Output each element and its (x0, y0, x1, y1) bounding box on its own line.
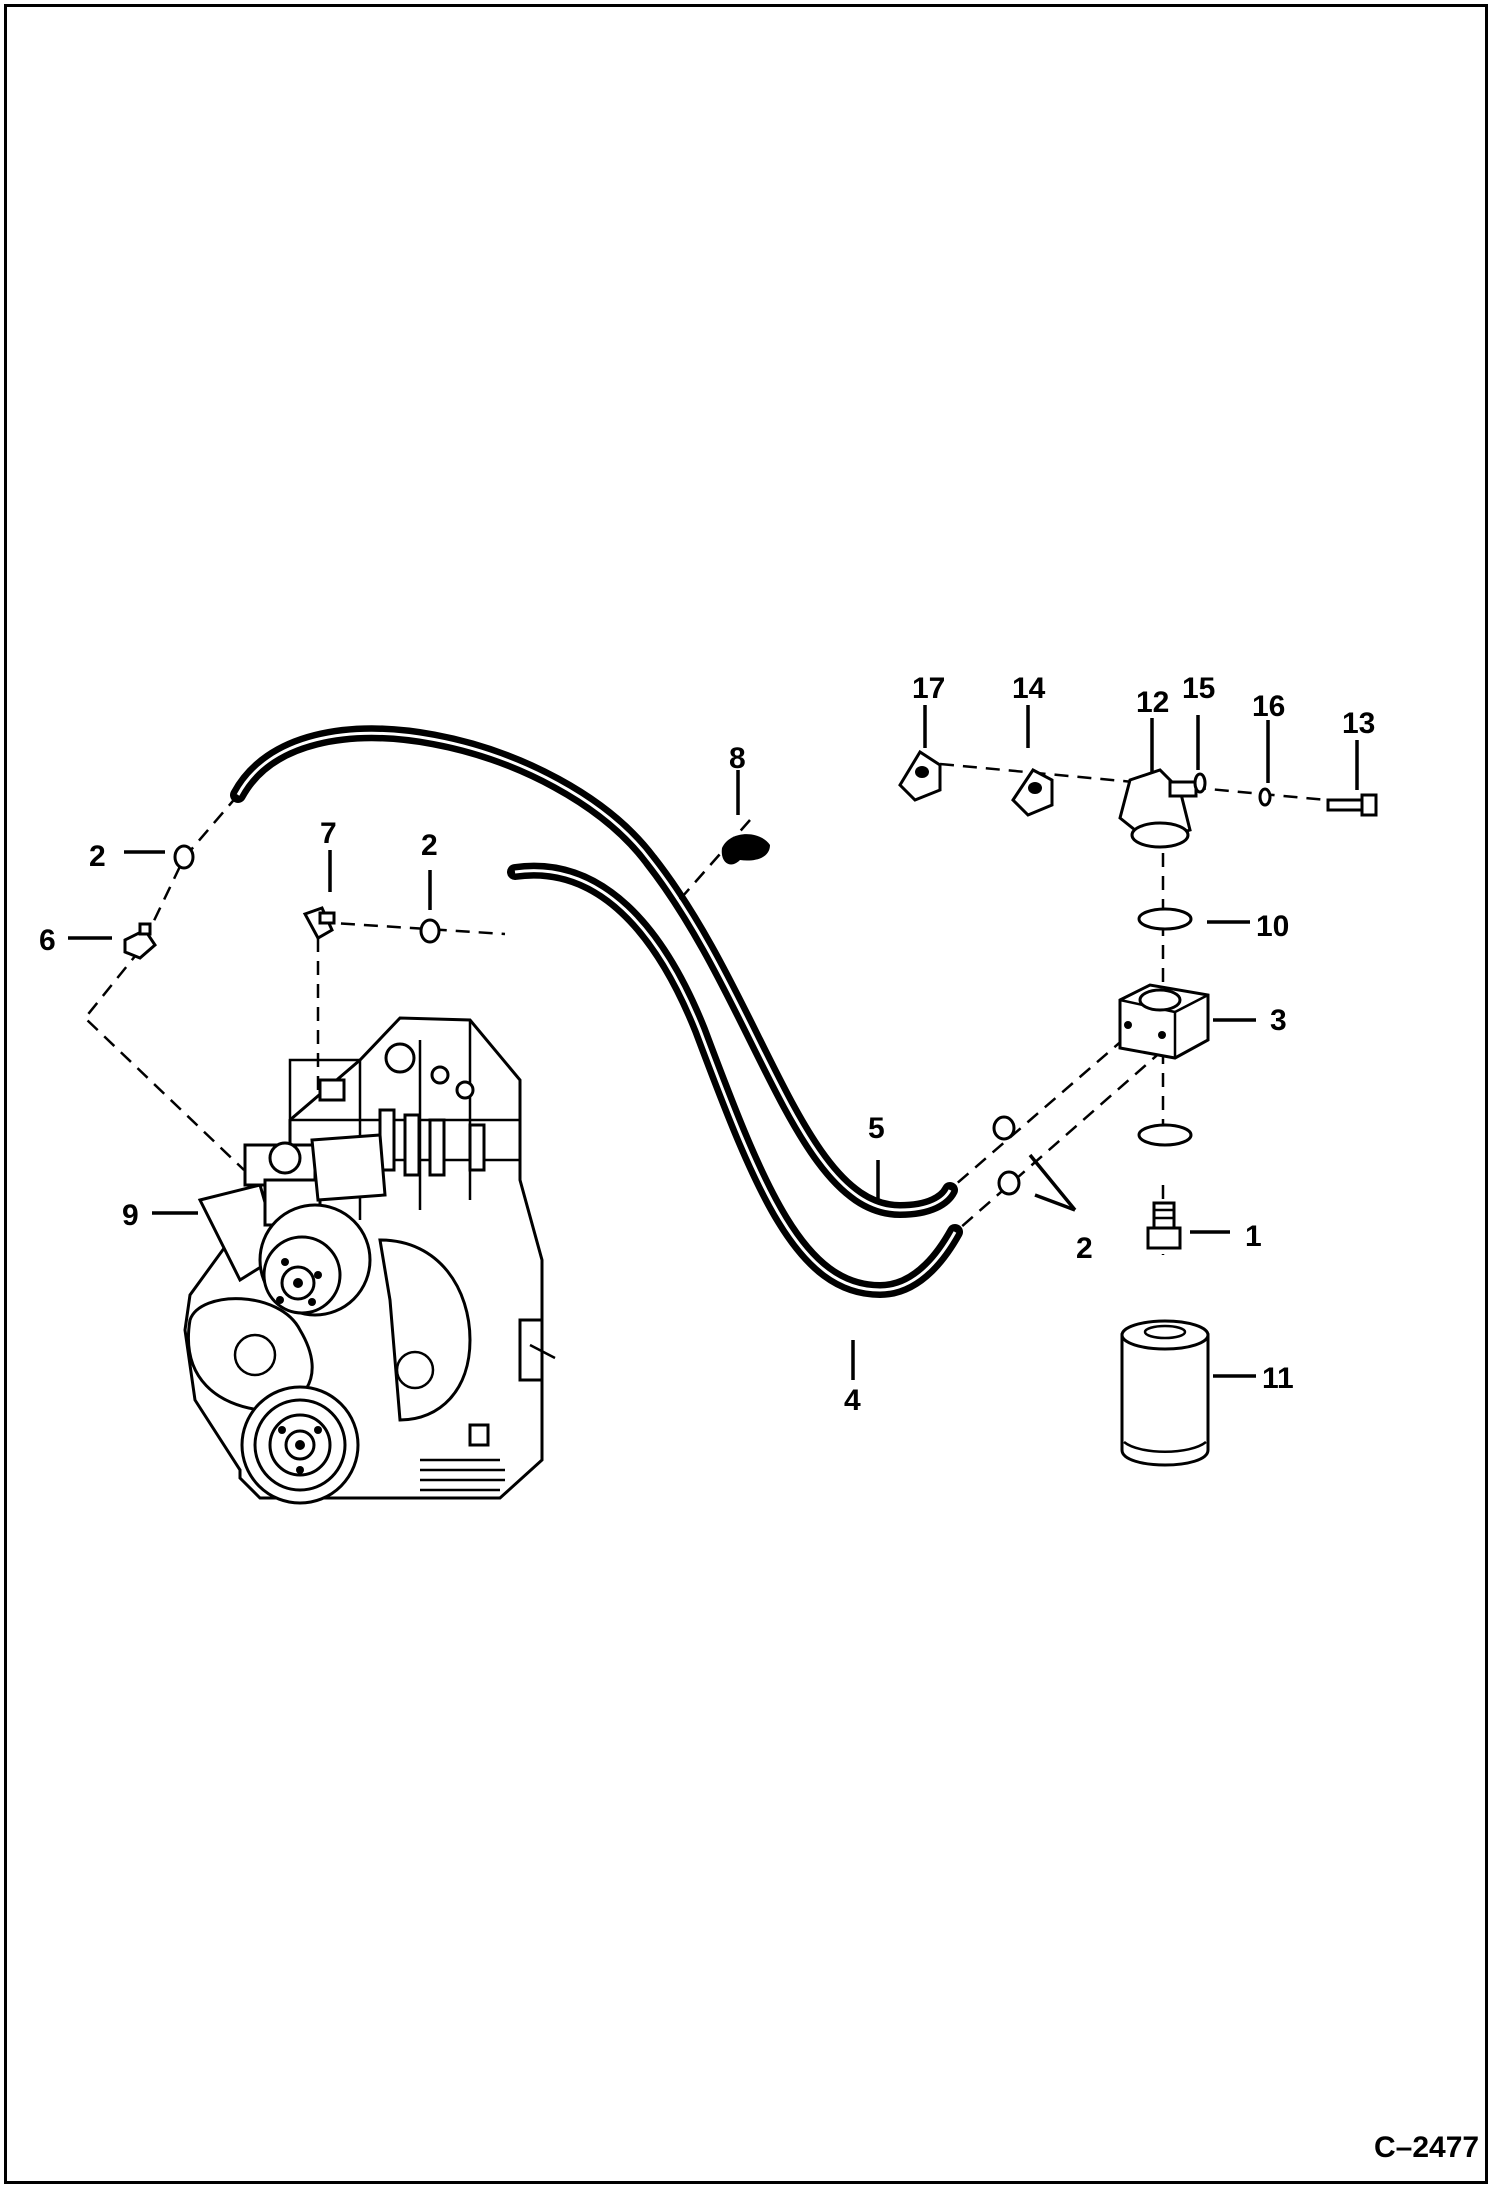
callout-2-right: 2 (1076, 1232, 1093, 1265)
engine-illustration (183, 1016, 556, 1505)
filter-head-12 (1118, 768, 1198, 849)
lockwasher-16 (1258, 787, 1272, 807)
callout-17: 17 (912, 672, 945, 705)
oil-filter-11 (1120, 1319, 1210, 1467)
callout-labels: 2 6 7 2 8 9 5 4 2 10 3 1 11 17 14 12 15 … (39, 672, 1375, 1417)
hose-5 (230, 725, 958, 1219)
callout-2-middle: 2 (421, 829, 438, 862)
callout-1: 1 (1245, 1220, 1262, 1253)
filter-adapter-3 (1118, 983, 1210, 1060)
drawing-code: C–2477 (1374, 2131, 1479, 2164)
callout-4: 4 (844, 1384, 861, 1417)
callout-14: 14 (1012, 672, 1046, 705)
hose-4 (507, 862, 963, 1299)
washer-2-middle (419, 918, 441, 944)
callout-11: 11 (1262, 1362, 1294, 1395)
callout-16: 16 (1252, 690, 1285, 723)
callout-3: 3 (1270, 1004, 1287, 1037)
callout-5: 5 (868, 1112, 885, 1145)
o-ring-10 (1137, 907, 1193, 1147)
page-border (4, 4, 1488, 2184)
callout-12: 12 (1136, 686, 1169, 719)
gasket-14 (1011, 768, 1054, 817)
washer-2-left (173, 844, 195, 870)
callout-15: 15 (1182, 672, 1215, 705)
callout-9: 9 (122, 1199, 139, 1232)
elbow-fitting-7 (302, 906, 336, 941)
callout-2-left: 2 (89, 840, 106, 873)
washers-2-right (992, 1115, 1021, 1196)
bolt-13 (1326, 793, 1378, 817)
callout-6: 6 (39, 924, 56, 957)
leader-lines (68, 705, 1359, 1380)
callout-10: 10 (1256, 910, 1289, 943)
adapter-fitting-1 (1146, 1201, 1182, 1250)
callout-8: 8 (729, 742, 746, 775)
callout-7: 7 (320, 817, 337, 850)
gasket-17 (898, 749, 942, 802)
clamp-8 (721, 834, 770, 865)
washer-15 (1193, 772, 1207, 794)
callout-13: 13 (1342, 707, 1375, 740)
fitting-6 (123, 922, 157, 960)
